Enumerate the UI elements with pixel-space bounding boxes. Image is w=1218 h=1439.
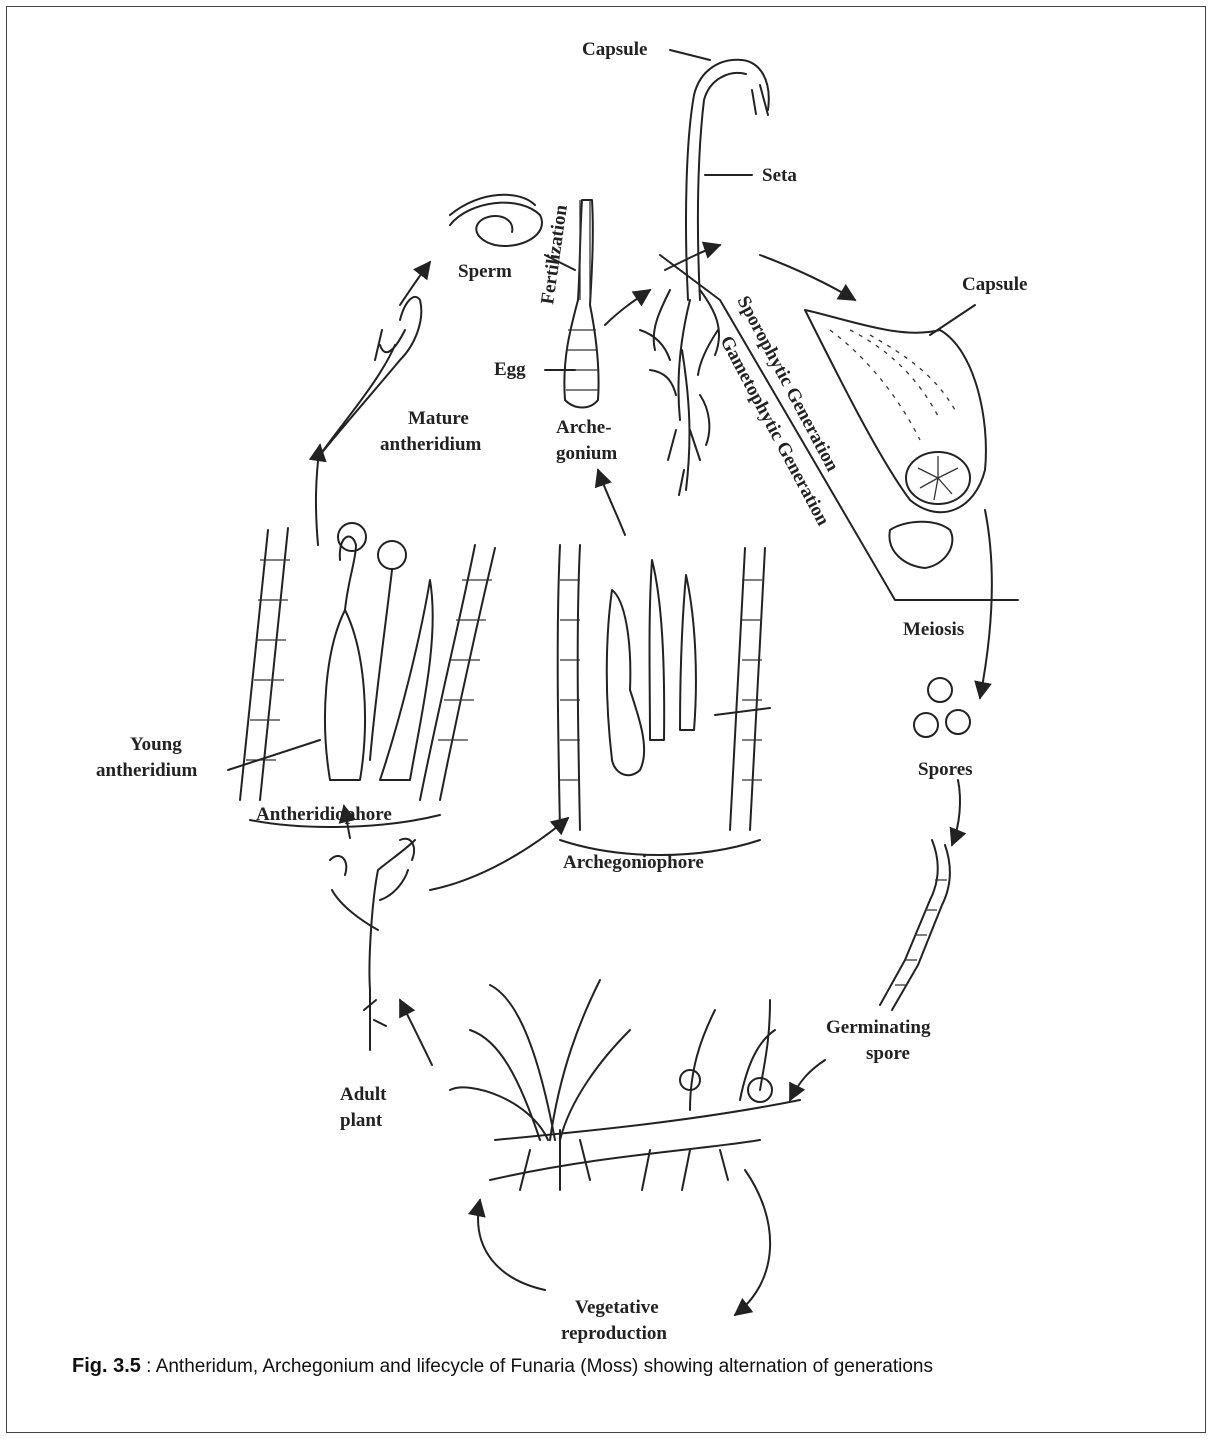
caption-number: Fig. 3.5 (72, 1355, 141, 1377)
label-archegonium-1: Arche- (556, 417, 612, 438)
label-capsule-top: Capsule (582, 39, 647, 60)
caption-text: : Antheridum, Archegonium and lifecycle … (141, 1356, 933, 1377)
adult-plant-drawing (330, 839, 415, 1050)
antheridiophore-drawing (240, 523, 495, 827)
label-vegetative-1: Vegetative (575, 1297, 659, 1318)
spores-drawing (914, 678, 970, 737)
label-meiosis: Meiosis (903, 619, 964, 640)
cycle-arrows (316, 245, 992, 1315)
label-archegonium-2: gonium (556, 443, 617, 464)
label-seta: Seta (762, 165, 797, 186)
label-mature-antheridium-2: antheridium (380, 434, 482, 455)
label-mature-antheridium-1: Mature (408, 408, 469, 429)
label-germinating-spore-1: Germinating (826, 1017, 931, 1038)
label-archegoniophore: Archegoniophore (563, 852, 704, 873)
label-egg: Egg (494, 359, 526, 380)
label-young-antheridium-1: Young (130, 734, 182, 755)
label-adult-plant-2: plant (340, 1110, 383, 1131)
label-young-antheridium-2: antheridium (96, 760, 198, 781)
label-antheridiophore: Antheridiophore (256, 804, 392, 825)
archegoniophore-drawing (558, 545, 770, 855)
capsule-section-drawing (805, 310, 986, 568)
label-spores: Spores (918, 759, 973, 780)
protonema-drawing (450, 980, 800, 1190)
figure-caption: Fig. 3.5 : Antheridum, Archegonium and l… (72, 1355, 1172, 1378)
germinating-spore-drawing (880, 840, 950, 1010)
leader-lines (228, 50, 975, 770)
label-adult-plant-1: Adult (340, 1084, 387, 1105)
diagram-labels: Capsule Seta Capsule Sperm Fertilization… (96, 39, 1027, 1344)
label-vegetative-2: reproduction (561, 1323, 667, 1344)
label-sperm: Sperm (458, 261, 512, 282)
label-capsule-right: Capsule (962, 274, 1027, 295)
label-germinating-spore-2: spore (866, 1043, 910, 1064)
